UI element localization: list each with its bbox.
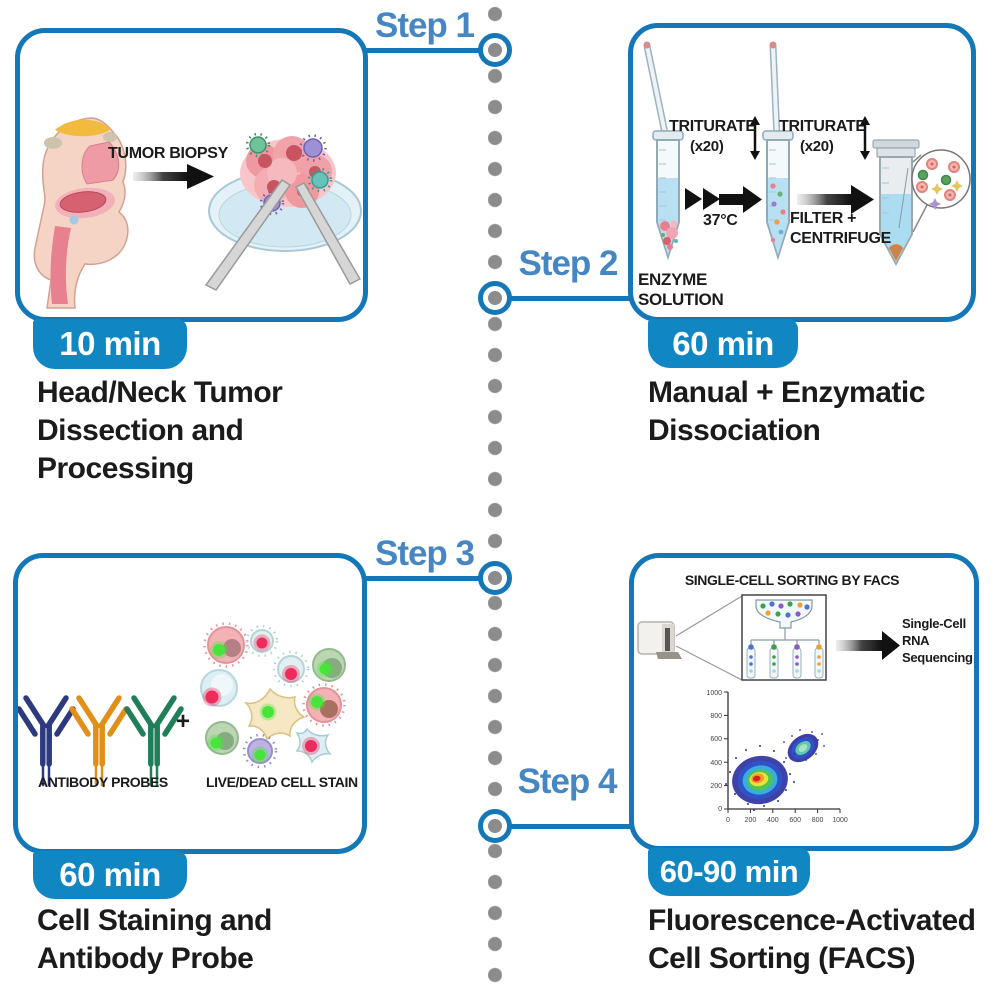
connector-step1 [364, 48, 482, 53]
step4-title: Fluorescence-Activated Cell Sorting (FAC… [648, 904, 976, 975]
step2-duration-badge: 60 min [648, 319, 798, 368]
step2-title: Manual + Enzymatic Dissociation [648, 376, 925, 447]
x-tick-label: 0 [726, 817, 730, 824]
filter-label-line2: CENTRIFUGE [790, 230, 892, 247]
enzyme-label-line1: ENZYME [638, 270, 708, 289]
timeline-dot [488, 291, 502, 305]
step4-label: Step 4 [517, 762, 617, 801]
step1-title: Head/Neck Tumor Dissection and Processin… [37, 376, 283, 485]
timeline-node-step4 [478, 809, 512, 843]
step4-duration-badge: 60-90 min [648, 848, 810, 896]
petri-dish-illustration [204, 132, 362, 291]
collection-tubes [746, 644, 824, 679]
x-tick-label: 400 [767, 817, 779, 824]
facs-heading: SINGLE-CELL SORTING BY FACS [684, 572, 900, 588]
facs-scatter-plot: 1000 800 600 400 200 0 0 200 400 600 800… [706, 690, 847, 824]
step3-title: Cell Staining and Antibody Probe [37, 904, 272, 975]
sequencing-arrow [836, 631, 900, 660]
triturate-updown-arrow-1 [750, 116, 760, 160]
x-tick-label: 800 [812, 817, 824, 824]
y-tick-label: 1000 [706, 690, 722, 697]
enzyme-label-line2: SOLUTION [638, 290, 724, 309]
y-tick-label: 200 [710, 783, 722, 790]
stained-cells [200, 622, 346, 769]
timeline-node-step1 [478, 33, 512, 67]
antibody-navy [18, 695, 76, 787]
triturate-label-2: TRITURATE [779, 118, 866, 135]
density-cluster-B [787, 733, 819, 763]
triturate-label-1: TRITURATE [669, 118, 756, 135]
step4-box: 1000 800 600 400 200 0 0 200 400 600 800… [629, 553, 979, 851]
y-tick-label: 600 [710, 736, 722, 743]
step1-label: Step 1 [374, 6, 475, 45]
biopsy-arrow [133, 164, 214, 189]
step2-illustration [643, 41, 971, 267]
timeline-node-step3 [478, 561, 512, 595]
head-neck-illustration [33, 117, 129, 309]
step3-box: ANTIBODY PROBES + LIVE/DEAD CELL STAIN [13, 553, 367, 854]
y-tick-label: 800 [710, 713, 722, 720]
tube3-centrifuged [872, 139, 971, 267]
connector-step3 [364, 576, 482, 581]
connector-step4 [510, 824, 633, 829]
step1-duration-badge: 10 min [33, 319, 187, 369]
tweezers [204, 178, 362, 291]
step3-illustration [18, 622, 346, 787]
temperature-label: 37°C [703, 212, 738, 229]
x-tick-label: 200 [745, 817, 757, 824]
y-tick-label: 0 [718, 806, 722, 813]
density-cluster-A [732, 755, 788, 805]
antibody-green [124, 695, 184, 787]
timeline-dotted-line [488, 6, 502, 994]
facs-machine-icon [637, 621, 682, 659]
timeline-dot [488, 571, 502, 585]
cluster-A-speckle [725, 745, 795, 811]
step2-label: Step 2 [518, 244, 618, 283]
x-tick-label: 1000 [832, 817, 848, 824]
plus-sign: + [176, 708, 191, 735]
rna-seq-line3: Sequencing [902, 650, 973, 665]
triturate-reps-2: (x20) [800, 138, 834, 155]
antibody-probes-label: ANTIBODY PROBES [38, 774, 168, 790]
step1-box: TUMOR BIOPSY [15, 28, 368, 322]
tumor-biopsy-label: TUMOR BIOPSY [108, 145, 228, 162]
triturate-updown-arrow-2 [860, 116, 870, 160]
live-dead-stain-label: LIVE/DEAD CELL STAIN [206, 774, 358, 790]
cluster-B-speckle [783, 729, 825, 761]
y-tick-label: 400 [710, 760, 722, 767]
tube1-enzyme-solution [643, 41, 684, 261]
x-tick-label: 600 [789, 817, 801, 824]
triturate-reps-1: (x20) [690, 138, 724, 155]
step3-label: Step 3 [374, 534, 475, 573]
timeline-dot [488, 43, 502, 57]
rna-seq-line1: Single-Cell [902, 616, 966, 631]
step1-illustration [33, 117, 362, 309]
antibody-orange [69, 695, 129, 787]
dissociated-cells [916, 158, 963, 210]
timeline-dot [488, 819, 502, 833]
step3-duration-badge: 60 min [33, 851, 187, 899]
tube2-triturated [762, 41, 794, 261]
filter-arrow [797, 185, 874, 214]
filter-label-line1: FILTER + [790, 210, 857, 227]
rna-seq-line2: RNA [902, 633, 930, 648]
step4-illustration: 1000 800 600 400 200 0 0 200 400 600 800… [637, 594, 900, 824]
cell-sorting-inset [741, 594, 827, 681]
step2-box: TRITURATE (x20) TRITURATE (x20) 37°C FIL… [628, 23, 976, 322]
incubation-arrows [685, 186, 762, 213]
timeline-node-step2 [478, 281, 512, 315]
connector-step2 [510, 296, 632, 301]
